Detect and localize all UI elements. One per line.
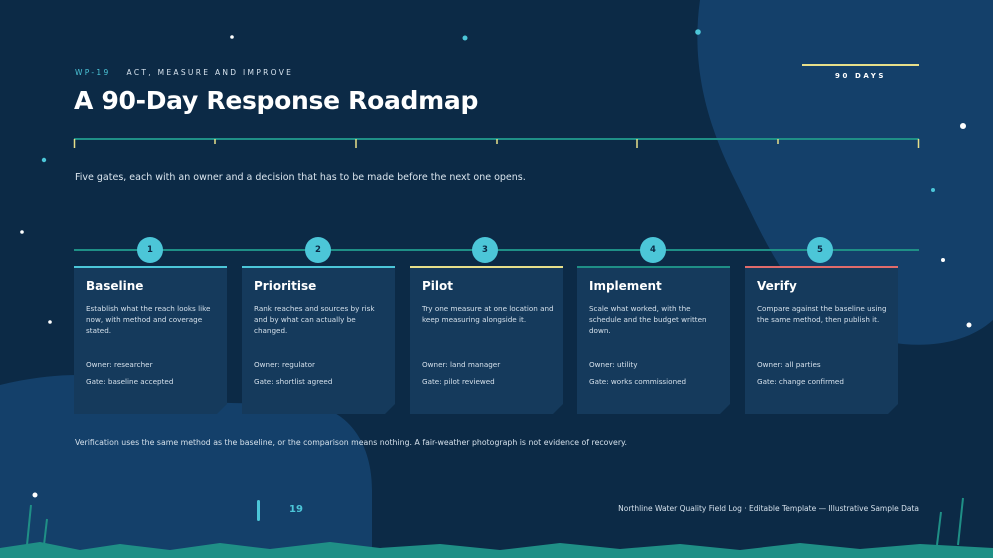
card-title: Verify <box>757 279 797 293</box>
card-gate: Gate: shortlist agreed <box>254 377 333 386</box>
footnote: Verification uses the same method as the… <box>75 438 628 447</box>
card-gate: Gate: baseline accepted <box>86 377 174 386</box>
step-card-verify: Verify Compare against the baseline usin… <box>745 266 898 414</box>
step-card-prioritise: Prioritise Rank reaches and sources by r… <box>242 266 395 414</box>
step-card-pilot: Pilot Try one measure at one location an… <box>410 266 563 414</box>
step-number-1: 1 <box>137 237 163 263</box>
card-body: Compare against the baseline using the s… <box>757 304 887 324</box>
footer-credit: Northline Water Quality Field Log · Edit… <box>618 504 919 513</box>
card-title: Implement <box>589 279 662 293</box>
page-subtitle: Five gates, each with an owner and a dec… <box>75 172 526 183</box>
step-number-5: 5 <box>807 237 833 263</box>
card-owner: Owner: utility <box>589 360 638 369</box>
card-gate: Gate: works commissioned <box>589 377 687 386</box>
days-rule <box>802 64 919 66</box>
section-kicker: WP-19 ACT, MEASURE AND IMPROVE <box>75 68 293 77</box>
card-owner: Owner: land manager <box>422 360 501 369</box>
step-number-4: 4 <box>640 237 666 263</box>
card-title: Baseline <box>86 279 144 293</box>
days-label: 90 DAYS <box>834 72 887 80</box>
card-body: Establish what the reach looks like now,… <box>86 304 211 335</box>
step-card-baseline: Baseline Establish what the reach looks … <box>74 266 227 414</box>
section-name: ACT, MEASURE AND IMPROVE <box>126 68 294 77</box>
step-number-2: 2 <box>305 237 331 263</box>
card-body: Rank reaches and sources by risk and by … <box>254 304 375 335</box>
card-body: Try one measure at one location and keep… <box>422 304 554 324</box>
card-gate: Gate: pilot reviewed <box>422 377 495 386</box>
card-owner: Owner: regulator <box>254 360 315 369</box>
card-stripe <box>745 266 898 268</box>
step-card-implement: Implement Scale what worked, with the sc… <box>577 266 730 414</box>
card-owner: Owner: researcher <box>86 360 153 369</box>
card-stripe <box>242 266 395 268</box>
page-title: A 90-Day Response Roadmap <box>74 86 479 115</box>
card-owner: Owner: all parties <box>757 360 821 369</box>
card-body: Scale what worked, with the schedule and… <box>589 304 707 335</box>
step-number-3: 3 <box>472 237 498 263</box>
card-stripe <box>410 266 563 268</box>
card-gate: Gate: change confirmed <box>757 377 844 386</box>
page-marker <box>257 500 260 521</box>
card-stripe <box>74 266 227 268</box>
card-stripe <box>577 266 730 268</box>
card-title: Prioritise <box>254 279 317 293</box>
card-title: Pilot <box>422 279 454 293</box>
page-number: 19 <box>289 504 303 515</box>
section-code: WP-19 <box>75 68 111 77</box>
